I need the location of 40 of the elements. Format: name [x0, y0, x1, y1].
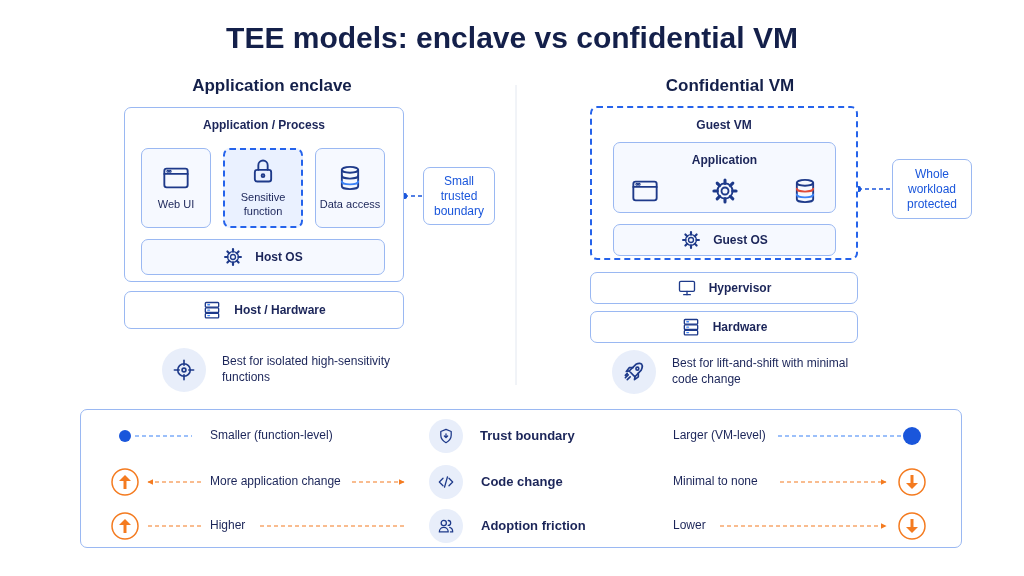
column-heading: Confidential VM [665, 74, 795, 97]
layer-box [590, 272, 858, 304]
process-container [124, 107, 404, 282]
callout-text: Whole workload protected [905, 166, 958, 212]
component-box [315, 148, 385, 228]
callout-text: Small trusted boundary [432, 173, 485, 219]
box-label: Host / Hardware [234, 302, 326, 318]
enclave-box [223, 148, 303, 228]
box-label: Host OS [255, 249, 303, 265]
box-label: Data access [319, 198, 381, 212]
column-heading: Application enclave [192, 74, 352, 97]
scale-text: Minimal to none [673, 474, 758, 490]
title: TEE models: enclave vs confidential VM [225, 20, 799, 56]
box-label: Web UI [157, 198, 195, 212]
callout-box [892, 159, 972, 219]
application-box [613, 142, 836, 213]
scale-text: Higher [210, 518, 246, 534]
layer-box [124, 291, 404, 329]
summary-text: Best for lift-and-shift with minimal code change [672, 356, 850, 388]
criterion-label: Trust boundary [480, 427, 575, 445]
callout-box [423, 167, 495, 225]
scale-text: Lower [673, 518, 706, 534]
scale-text: More application change [210, 474, 341, 490]
layer-box [613, 224, 836, 256]
box-label: Sensitive function [239, 191, 287, 219]
summary-text: Best for isolated high-sensitivity functions [222, 354, 392, 386]
section-heading: Application [691, 153, 758, 168]
scale-text: Smaller (function-level) [210, 428, 333, 444]
criterion-label: Code change [481, 473, 563, 491]
box-label: Guest OS [713, 232, 768, 248]
section-heading: Application / Process [202, 118, 325, 133]
layer-box [590, 311, 858, 343]
box-label: Hardware [712, 319, 768, 335]
component-box [141, 148, 211, 228]
layer-box [141, 239, 385, 275]
vm-container [590, 106, 858, 260]
section-heading: Guest VM [696, 118, 752, 133]
scale-text: Larger (VM-level) [673, 428, 766, 444]
criterion-label: Adoption friction [481, 517, 586, 535]
box-label: Hypervisor [708, 280, 772, 296]
